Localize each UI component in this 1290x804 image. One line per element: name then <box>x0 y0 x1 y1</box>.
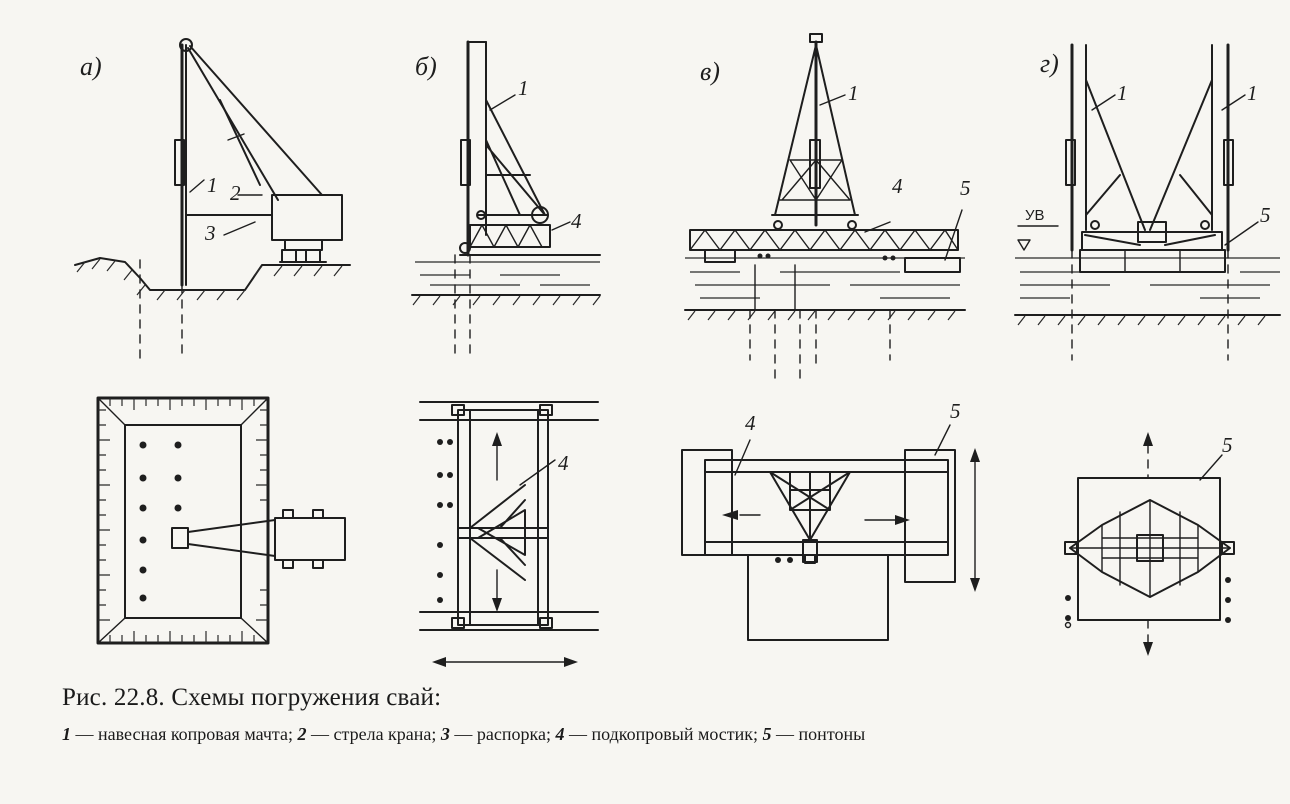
callout-g-5: 5 <box>1260 203 1271 227</box>
hammer-a <box>174 139 185 186</box>
callout-a-3: 3 <box>204 221 216 245</box>
panel-label-g: г) <box>1040 49 1059 78</box>
crane-boom <box>187 47 279 201</box>
legend-text: — стрела крана; <box>311 724 441 744</box>
crane-body <box>271 194 343 241</box>
panel-g-elevation: г) УВ 1 1 5 <box>1014 43 1281 361</box>
legend-text: — распорка; <box>454 724 556 744</box>
callout-a-1: 1 <box>207 173 218 197</box>
panel-g-plan: 5 <box>1064 432 1235 656</box>
figure-caption-title: Рис. 22.8. Схемы погружения свай: <box>62 684 442 711</box>
callout-v-1: 1 <box>848 81 859 105</box>
pile-driving-diagram: а) 1 2 3 б) <box>74 33 1281 667</box>
panel-v-plan: 4 5 <box>681 399 980 641</box>
panel-a-plan <box>96 396 346 645</box>
legend-text: — навесная копровая мачта; <box>75 724 298 744</box>
panel-b-elevation: б) 4 1 <box>411 40 601 361</box>
panel-a-elevation: а) 1 2 3 <box>74 38 351 361</box>
legend-text: — подкопровый мостик; <box>569 724 763 744</box>
legend-num: 5 <box>762 724 772 744</box>
callout-b-4: 4 <box>571 209 582 233</box>
legend-text: — понтоны <box>776 724 866 744</box>
plan-callout-v-5: 5 <box>950 399 961 423</box>
panel-label-b: б) <box>415 52 437 81</box>
mast-head-sheave <box>179 38 193 52</box>
panel-label-v: в) <box>700 57 720 86</box>
plan-callout-b-4: 4 <box>558 451 569 475</box>
figure-caption-legend: 1 — навесная копровая мачта; 2 — стрела … <box>62 724 1272 744</box>
plan-callout-g-5: 5 <box>1222 433 1233 457</box>
legend-num: 3 <box>440 724 450 744</box>
plan-callout-v-4: 4 <box>745 411 756 435</box>
legend-num: 2 <box>297 724 307 744</box>
callout-v-5: 5 <box>960 176 971 200</box>
callout-g-1a: 1 <box>1117 81 1128 105</box>
legend-num: 4 <box>555 724 565 744</box>
callout-a-2: 2 <box>230 181 241 205</box>
legend-num: 1 <box>62 724 71 744</box>
callout-b-1: 1 <box>518 76 529 100</box>
panel-b-plan: 4 <box>419 401 599 667</box>
callout-v-4: 4 <box>892 174 903 198</box>
callout-g-1b: 1 <box>1247 81 1258 105</box>
water-level-label: УВ <box>1025 207 1045 224</box>
panel-v-elevation: в) 1 4 5 <box>684 33 971 381</box>
panel-label-a: а) <box>80 52 102 81</box>
